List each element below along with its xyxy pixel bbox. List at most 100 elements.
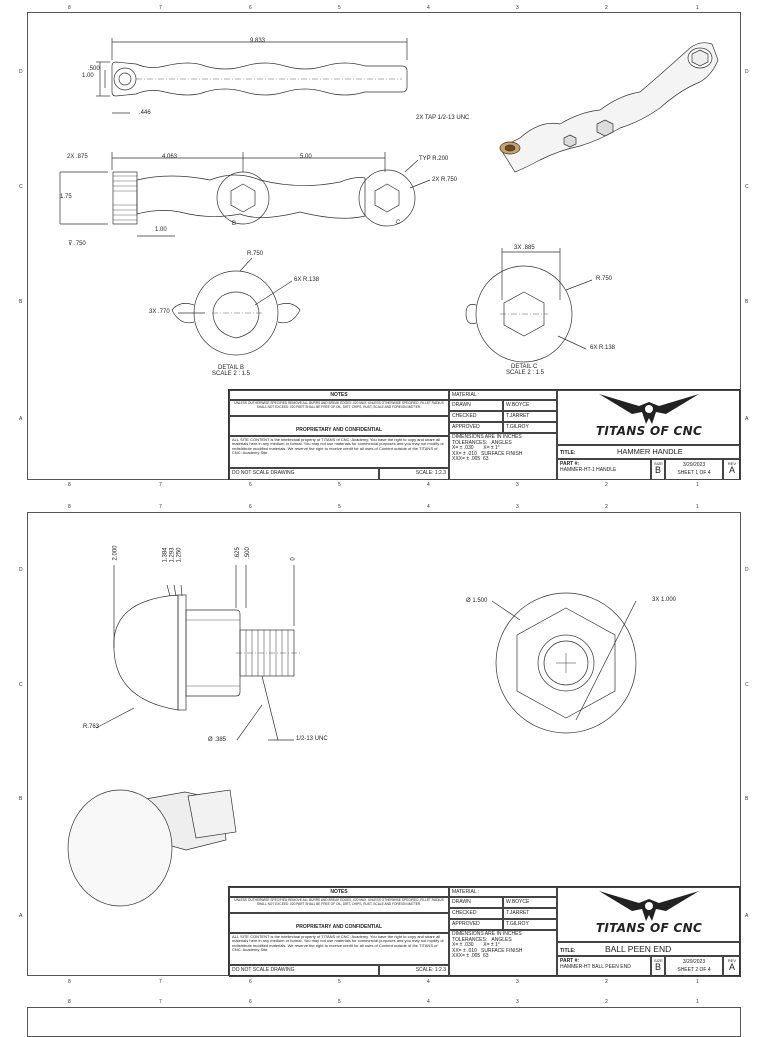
rev-cell: REV A bbox=[723, 956, 741, 977]
zone-row-c: C bbox=[745, 184, 749, 190]
tol-x: X= ± .030 bbox=[452, 942, 474, 948]
zone-row-b: B bbox=[19, 299, 23, 305]
rev-value: A bbox=[728, 962, 735, 972]
title-label: TITLE: bbox=[560, 948, 576, 954]
title-block: NOTES UNLESS OUTHERWISE SPECIFIED REMOVE… bbox=[228, 389, 741, 480]
zone-row-d: D bbox=[19, 69, 23, 75]
handle-drawing-geometry bbox=[59, 38, 719, 363]
zone-col-6: 6 bbox=[249, 482, 252, 488]
dim-height: 1.75 bbox=[60, 194, 72, 200]
proprietary-title: PROPRIETARY AND CONFIDENTIAL bbox=[229, 913, 449, 933]
zone-col-7: 7 bbox=[159, 979, 162, 985]
tol-xx: XX= ± .010 bbox=[452, 947, 477, 954]
rev-label: REV bbox=[727, 958, 737, 963]
zone-col-3: 3 bbox=[516, 482, 519, 488]
zone-col-1: 1 bbox=[696, 504, 699, 510]
zone-col-3: 3 bbox=[516, 5, 519, 11]
do-not-scale: DO NOT SCALE DRAWING bbox=[229, 965, 379, 977]
material-label: MATERIAL : bbox=[449, 887, 557, 897]
checked-by: T.JARRET bbox=[503, 411, 557, 422]
tol-xxx: XXX= ± .005 bbox=[452, 456, 481, 462]
size-value: B bbox=[654, 465, 661, 475]
zone-col-4: 4 bbox=[427, 482, 430, 488]
detail-c-6x: 6X R.138 bbox=[590, 345, 616, 351]
zone-col-4: 4 bbox=[427, 979, 430, 985]
tol-angle-val: X= ± 1° bbox=[483, 445, 500, 451]
notes-text: UNLESS OUTHERWISE SPECIFIED REMOVE ALL B… bbox=[229, 897, 449, 913]
tolerances-block: DIMENSIONS ARE IN INCHES TOLERANCES: ANG… bbox=[449, 930, 557, 977]
proprietary-text: ALL SITE CONTENT is the intellectual pro… bbox=[229, 436, 449, 468]
zone-row-a: A bbox=[19, 913, 23, 919]
dim-dia-385: Ø .385 bbox=[208, 737, 227, 743]
sheet-number: SHEET 1 OF 4 bbox=[677, 470, 711, 476]
date-sheet-cell: 3/29/2023 SHEET 2 OF 4 bbox=[665, 956, 723, 977]
tol-angle-val: X= ± 1° bbox=[483, 942, 500, 948]
tol-xxx: XXX= ± .005 bbox=[452, 953, 481, 959]
dim-len2: 5.00 bbox=[300, 154, 312, 160]
material-label: MATERIAL : bbox=[449, 390, 557, 400]
zone-row-d: D bbox=[19, 567, 23, 573]
dim-3x-1000: 3X 1.000 bbox=[652, 597, 677, 603]
rev-value: A bbox=[728, 465, 735, 475]
surface-finish: SURFACE FINISH bbox=[481, 947, 523, 954]
zone-row-c: C bbox=[19, 184, 23, 190]
zone-col-6: 6 bbox=[249, 504, 252, 510]
detail-b-scale: SCALE 2 : 1.5 bbox=[212, 371, 251, 377]
ordinate-1250: 1.250 bbox=[176, 547, 183, 563]
drawn-by: W.BOYCE bbox=[503, 400, 557, 411]
detail-c-3x: 3X .885 bbox=[514, 245, 535, 251]
zone-col-2: 2 bbox=[605, 979, 608, 985]
size-cell: SIZE B bbox=[651, 956, 665, 977]
dim-tap: 2X TAP 1/2-13 UNC bbox=[416, 115, 470, 121]
zone-col-5: 5 bbox=[338, 482, 341, 488]
zone-row-c: C bbox=[19, 682, 23, 688]
detail-label-c: C bbox=[396, 220, 401, 226]
zone-row-b: B bbox=[19, 796, 23, 802]
title-cell: TITLE: HAMMER HANDLE bbox=[557, 445, 741, 459]
part-label: PART #: bbox=[560, 958, 580, 964]
notes-title: NOTES bbox=[229, 887, 449, 897]
ordinate-625: .625 bbox=[234, 547, 241, 559]
approved-by: T.GILROY bbox=[503, 422, 557, 433]
dim-width: 1.00 bbox=[82, 73, 94, 79]
eagle-logo-icon bbox=[599, 891, 699, 921]
proprietary-title: PROPRIETARY AND CONFIDENTIAL bbox=[229, 416, 449, 436]
rev-cell: REV A bbox=[723, 459, 741, 480]
rev-label: REV bbox=[727, 461, 737, 466]
tol-head: DIMENSIONS ARE IN INCHES bbox=[452, 931, 522, 937]
zone-col-6: 6 bbox=[249, 979, 252, 985]
notes-title: NOTES bbox=[229, 390, 449, 400]
size-value: B bbox=[654, 962, 661, 972]
tol-sub: TOLERANCES: bbox=[452, 439, 488, 446]
drawn-label: DRAWN bbox=[449, 400, 503, 411]
part-number: HAMMER-HT BALL PEEN END bbox=[560, 964, 631, 970]
approved-label: APPROVED bbox=[449, 422, 503, 433]
part-cell: PART #: HAMMER-HT BALL PEEN END bbox=[557, 956, 651, 977]
zone-col-3: 3 bbox=[516, 999, 519, 1005]
part-number: HAMMER-HT-1 HANDLE bbox=[560, 467, 617, 473]
size-label: SIZE bbox=[654, 461, 663, 466]
scale: SCALE: 1:2.3 bbox=[379, 468, 449, 480]
checked-by: T.JARRET bbox=[503, 908, 557, 919]
detail-label-b: B bbox=[232, 221, 237, 227]
detail-b-radius: R.750 bbox=[247, 251, 264, 257]
ordinate-1293: 1.293 bbox=[169, 547, 176, 563]
drawn-by: W.BOYCE bbox=[503, 897, 557, 908]
company-logo-text: TITANS OF CNC bbox=[595, 921, 703, 935]
title-block: NOTES UNLESS OUTHERWISE SPECIFIED REMOVE… bbox=[228, 886, 741, 977]
dim-len1: 4.063 bbox=[162, 154, 178, 160]
tol-x: X= ± .030 bbox=[452, 445, 474, 451]
zone-col-3: 3 bbox=[516, 979, 519, 985]
detail-b-6x: 6X R.138 bbox=[294, 277, 320, 283]
zone-col-2: 2 bbox=[605, 999, 608, 1005]
zone-col-4: 4 bbox=[427, 5, 430, 11]
zone-row-b: B bbox=[745, 796, 749, 802]
zone-col-4: 4 bbox=[427, 504, 430, 510]
zone-col-1: 1 bbox=[696, 5, 699, 11]
sheet-number: SHEET 2 OF 4 bbox=[677, 967, 711, 973]
zone-col-1: 1 bbox=[696, 482, 699, 488]
zone-row-a: A bbox=[19, 416, 23, 422]
zone-col-2: 2 bbox=[605, 504, 608, 510]
finish-value: 63 bbox=[482, 953, 489, 959]
date-sheet-cell: 3/29/2023 SHEET 1 OF 4 bbox=[665, 459, 723, 480]
